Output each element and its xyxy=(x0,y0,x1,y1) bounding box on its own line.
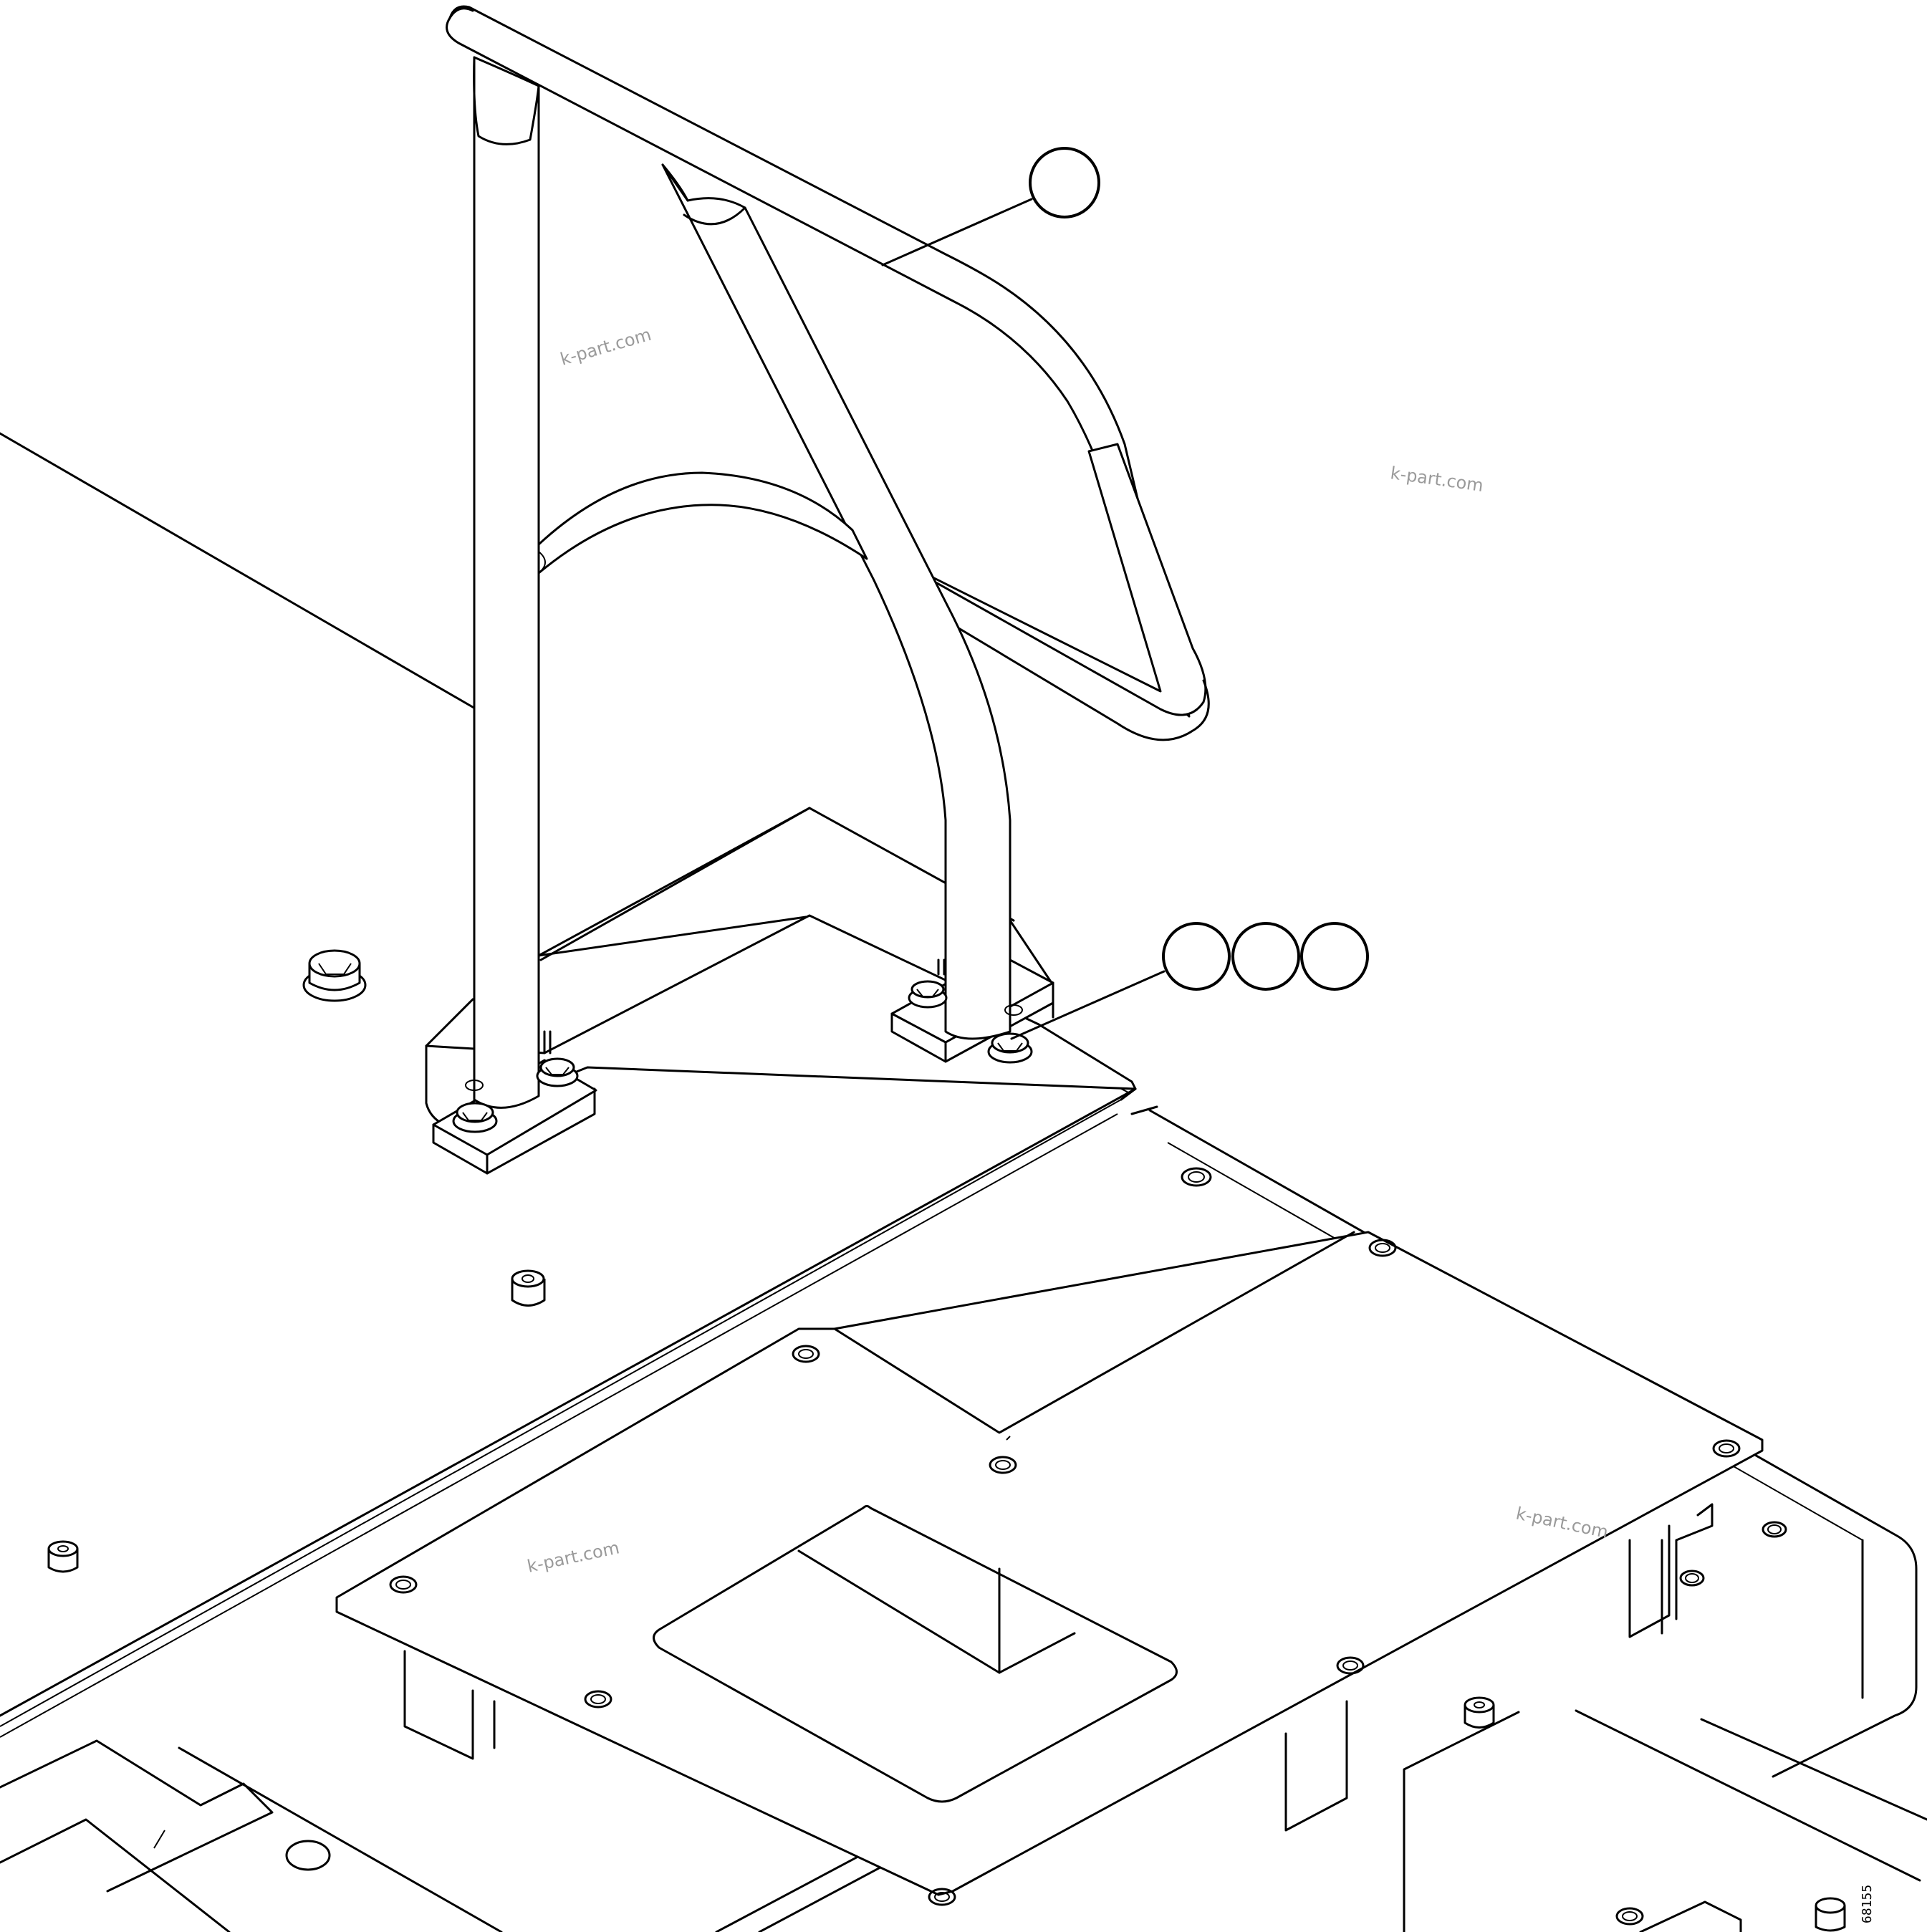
spacer xyxy=(1815,1897,1846,1932)
bolt xyxy=(452,1102,498,1133)
floor-frame xyxy=(0,1087,1927,1932)
watermark: k-part.com xyxy=(1389,463,1484,496)
handrail xyxy=(446,5,1210,1109)
spacers xyxy=(47,1269,1846,1932)
frame-edge xyxy=(0,432,478,711)
spacer xyxy=(1464,1696,1495,1729)
leader-lines xyxy=(881,198,1166,1040)
bolt xyxy=(536,1057,579,1087)
watermark: k-part.com xyxy=(558,325,653,370)
spacer xyxy=(511,1269,546,1307)
bolt xyxy=(908,980,948,1009)
mounting-holes xyxy=(285,1167,1787,1926)
fastener-leader xyxy=(1010,970,1166,1040)
hex-bolt xyxy=(302,949,367,1002)
callout-fastener-2[interactable] xyxy=(1231,922,1300,991)
callout-fastener-3[interactable] xyxy=(1300,922,1369,991)
handrail-leader xyxy=(881,198,1033,266)
foot-bolts xyxy=(452,980,1033,1133)
drawing-code: 68155 xyxy=(1860,1885,1875,1923)
spacer xyxy=(47,1540,79,1573)
callout-fastener-1[interactable] xyxy=(1162,922,1231,991)
callout-handrail[interactable] xyxy=(1029,147,1100,218)
bolt xyxy=(987,1032,1033,1064)
